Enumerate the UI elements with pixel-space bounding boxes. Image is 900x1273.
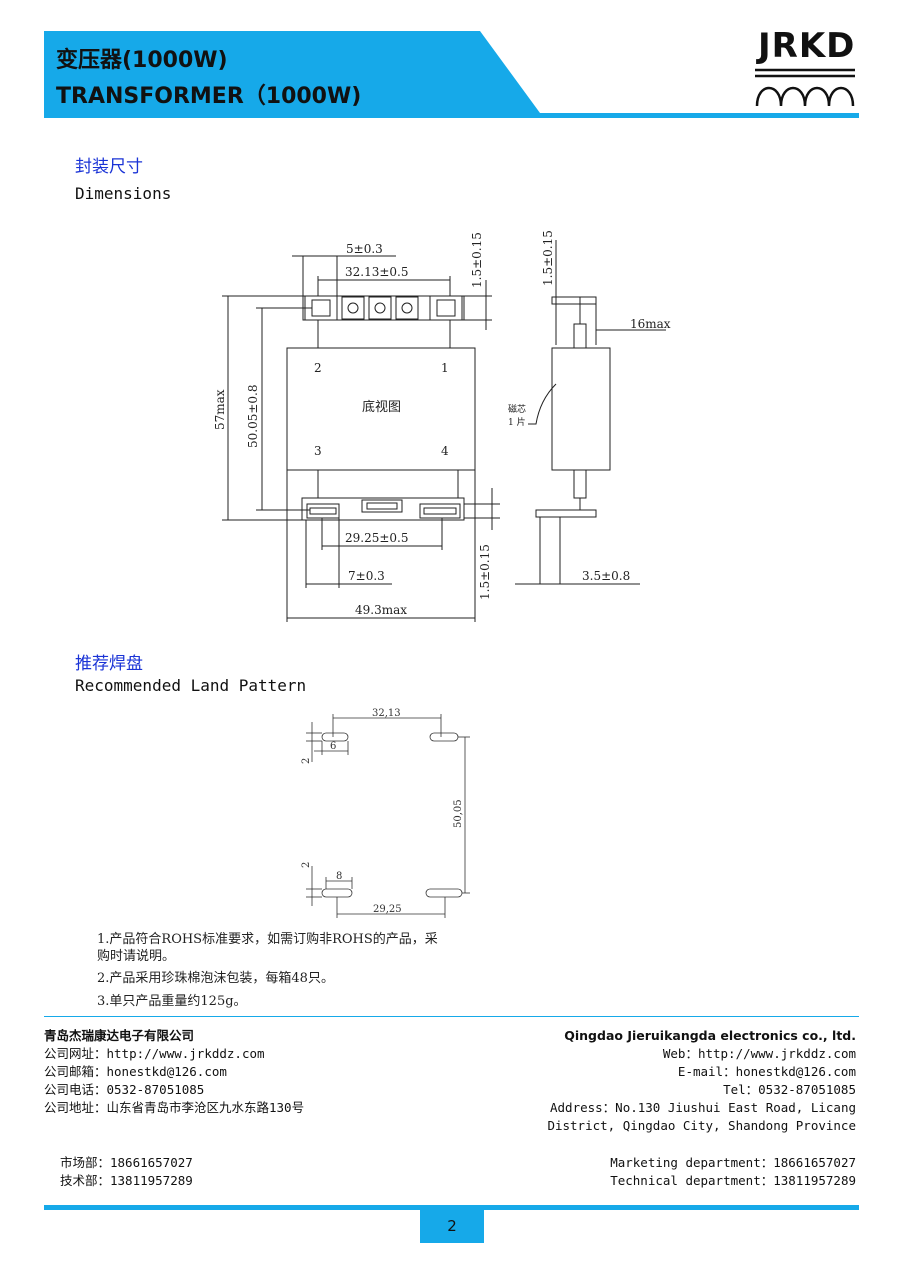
- note-1: 1.产品符合ROHS标准要求，如需订购非ROHS的产品，采: [97, 932, 438, 947]
- header-title-en: TRANSFORMER（1000W): [56, 84, 362, 109]
- pin-2-label: 2: [314, 361, 322, 375]
- pad-bottom-right: [425, 888, 463, 898]
- lp-pad-height-top: 2: [301, 758, 312, 764]
- pad-bottom-left: [321, 888, 353, 898]
- marketing-zh: 市场部：18661657027: [60, 1155, 193, 1170]
- email-zh: 公司邮箱：honestkd@126.com: [44, 1064, 227, 1079]
- top-pin-right: [429, 295, 463, 321]
- dim-pin-row-spacing: 50.05±0.8: [246, 385, 260, 449]
- footer-divider: [44, 1016, 859, 1017]
- dim-pin-thickness-3: 1.5±0.15: [478, 544, 492, 600]
- address-en-1: Address：No.130 Jiushui East Road, Licang: [550, 1100, 856, 1115]
- pad-top-left: [321, 732, 349, 742]
- marketing-en: Marketing department：18661657027: [610, 1155, 856, 1170]
- core-label-2: 1 片: [508, 416, 526, 428]
- land-pattern-title-zh: 推荐焊盘: [75, 654, 143, 674]
- dim-width-max: 49.3max: [355, 603, 407, 617]
- lp-pad-width-bottom: 8: [336, 871, 342, 882]
- lp-bottom-spacing: 29,25: [373, 904, 402, 915]
- technical-en: Technical department：13811957289: [610, 1173, 856, 1188]
- core-label-1: 磁芯: [508, 403, 526, 415]
- header-title-zh: 变压器(1000W): [56, 48, 228, 73]
- lp-pad-width-top: 6: [330, 741, 336, 752]
- dim-pin-spacing-bottom: 29.25±0.5: [345, 531, 409, 545]
- note-1-cont: 购时请说明。: [97, 949, 176, 964]
- logo-coil-icon: [755, 68, 855, 107]
- bottom-pin-right: [419, 503, 461, 519]
- dim-pin-width: 5±0.3: [346, 242, 383, 256]
- bottom-pin-block: [301, 497, 465, 521]
- phone-en: Tel：0532-87051085: [723, 1082, 856, 1097]
- header-blue-band: [44, 31, 540, 113]
- dim-pin-width-bottom: 7±0.3: [348, 569, 385, 583]
- dimensions-title-zh: 封装尺寸: [75, 157, 143, 177]
- pin-1-label: 1: [441, 361, 449, 375]
- company-name-zh: 青岛杰瑞康达电子有限公司: [44, 1028, 195, 1043]
- lp-top-spacing: 32,13: [372, 708, 401, 719]
- bottom-view-label: 底视图: [362, 399, 401, 415]
- lp-pad-height-bottom: 2: [301, 862, 312, 868]
- company-name-en: Qingdao Jieruikangda electronics co., lt…: [564, 1028, 856, 1043]
- pin-4-label: 4: [441, 444, 449, 458]
- footer-bar: [44, 1205, 859, 1210]
- page-number: 2: [420, 1209, 484, 1243]
- dim-depth-max: 16max: [630, 317, 671, 331]
- website-zh: 公司网址：http://www.jrkddz.com: [44, 1046, 265, 1061]
- note-2: 2.产品采用珍珠棉泡沫包装，每箱48只。: [97, 971, 334, 986]
- note-3: 3.单只产品重量约125g。: [97, 994, 247, 1009]
- dimension-drawing: 5±0.3 32.13±0.5 1.5±0.15 1.5±0.15 57max …: [213, 230, 671, 622]
- lp-row-spacing: 50,05: [453, 799, 464, 828]
- header-underline: [44, 113, 859, 118]
- header-banner: [44, 31, 859, 118]
- dim-height-max: 57max: [213, 389, 227, 430]
- land-pattern-drawing: 32,13 6 2 50,05 2 8 29,25: [301, 708, 470, 918]
- address-zh: 公司地址：山东省青岛市李沧区九水东路130号: [44, 1100, 305, 1115]
- website-en: Web：http://www.jrkddz.com: [662, 1046, 856, 1061]
- email-en: E-mail：honestkd@126.com: [677, 1064, 856, 1079]
- technical-zh: 技术部：13811957289: [60, 1173, 193, 1188]
- dim-pin-spacing-top: 32.13±0.5: [345, 265, 409, 279]
- pad-top-right: [429, 732, 459, 742]
- dim-pin-thickness-1: 1.5±0.15: [470, 232, 484, 288]
- logo: JRKD: [758, 26, 856, 66]
- dim-pin-offset: 3.5±0.8: [582, 569, 630, 583]
- dim-pin-thickness-2: 1.5±0.15: [541, 230, 555, 286]
- phone-zh: 公司电话：0532-87051085: [44, 1082, 205, 1097]
- dimensions-title-en: Dimensions: [75, 184, 172, 203]
- bottom-pin-left: [306, 503, 340, 519]
- land-pattern-title-en: Recommended Land Pattern: [75, 676, 307, 695]
- address-en-2: District, Qingdao City, Shandong Provinc…: [547, 1118, 856, 1133]
- pin-3-label: 3: [314, 444, 322, 458]
- transformer-body: [286, 347, 476, 471]
